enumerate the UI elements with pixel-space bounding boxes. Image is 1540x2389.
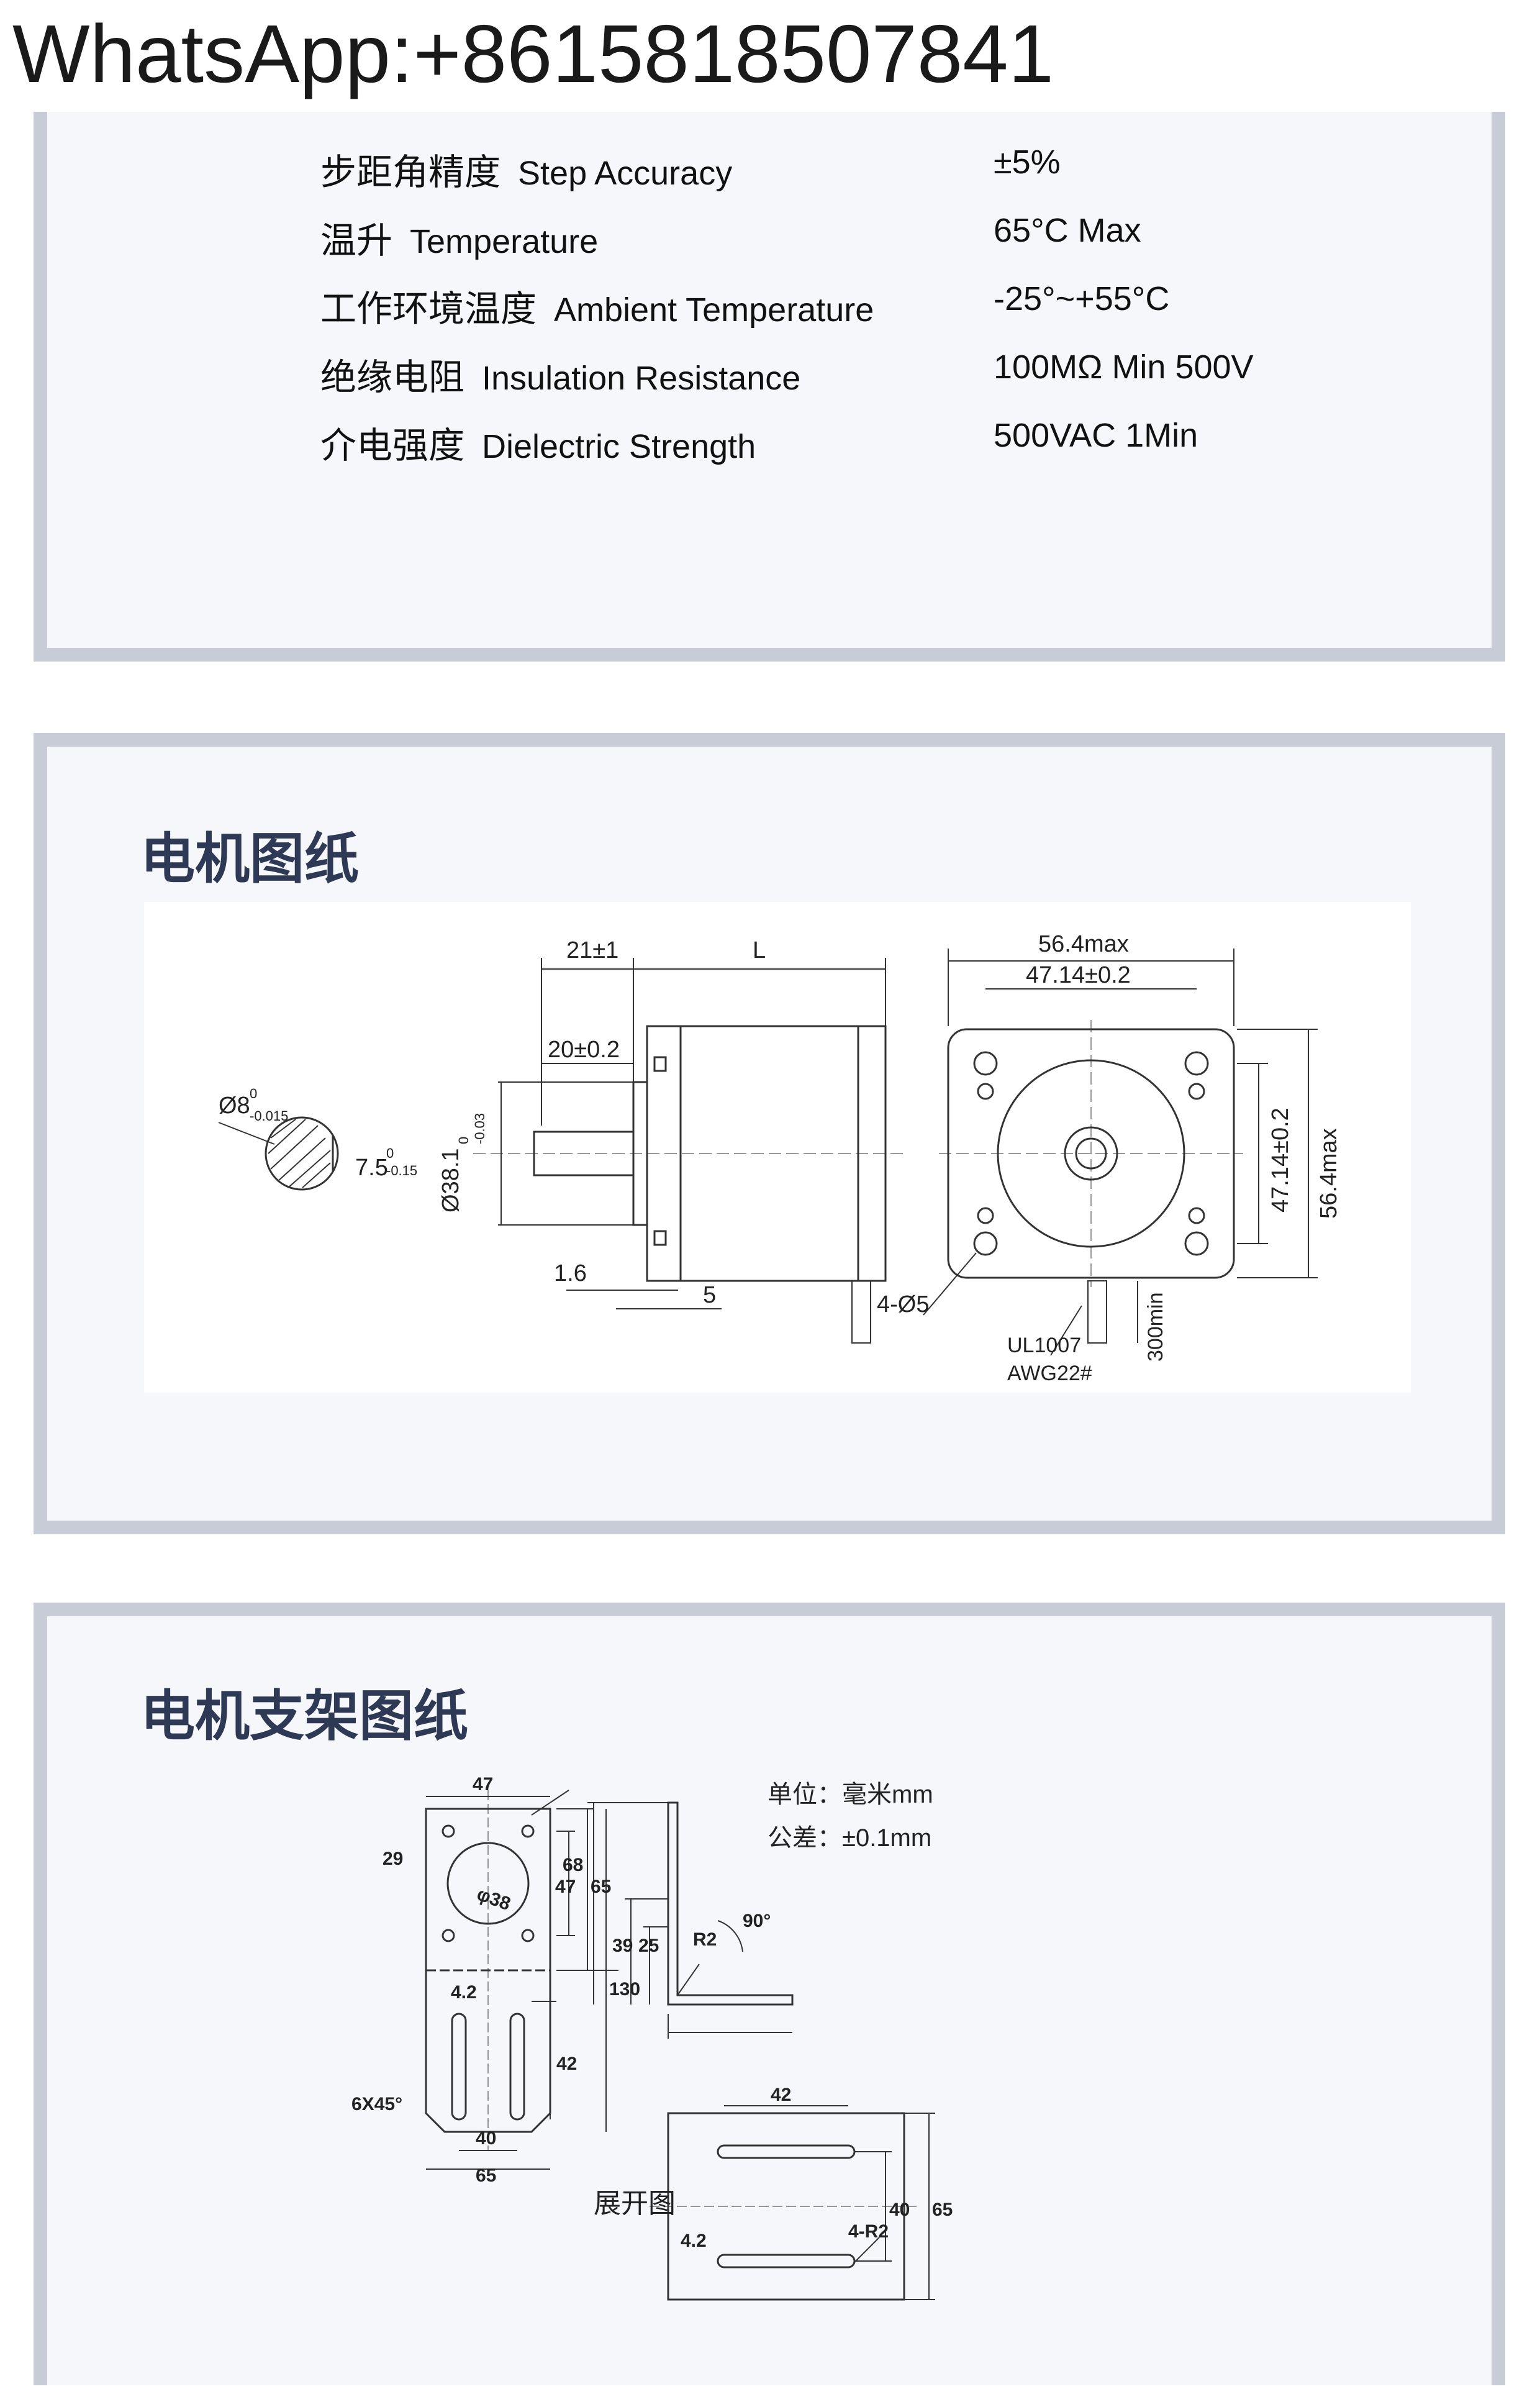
dim-47: 47	[555, 1877, 576, 1897]
height-max-label: 56.4max	[1316, 1128, 1342, 1219]
boss-tol-bottom: -0.03	[472, 1113, 487, 1144]
shaft-dia-label: Ø8	[219, 1093, 250, 1119]
hole-pitch-vertical-label: 47.14±0.2	[1267, 1108, 1293, 1213]
dim-top-width: 47	[473, 1774, 493, 1795]
dim-65: 65	[591, 1877, 611, 1897]
dim-bottom-65: 65	[476, 2165, 496, 2186]
dim-radius: R2	[693, 1929, 717, 1950]
dim-29: 29	[383, 1849, 403, 1869]
tolerance-label: 公差：±0.1mm	[768, 1824, 931, 1852]
wire-type-label: UL1007	[1007, 1334, 1081, 1357]
spec-value: 500VAC 1Min	[994, 417, 1198, 454]
body-length-label: L	[753, 937, 766, 963]
dim-slot-width: 4.2	[451, 1982, 477, 2003]
dim-side-68: 68	[563, 1855, 583, 1875]
spec-name-en: Dielectric Strength	[482, 428, 756, 465]
dim-bv-65: 65	[932, 2200, 953, 2220]
boss-height-label: 1.6	[554, 1260, 587, 1286]
hole-pitch-label: 47.14±0.2	[1026, 962, 1131, 988]
spec-name-cn: 绝缘电阻	[320, 356, 465, 398]
dim-phi38: φ38	[474, 1884, 514, 1915]
motor-drawing-panel: 电机图纸	[34, 733, 1505, 1534]
bracket-unfolded-outline	[425, 1808, 551, 2133]
bracket-drawing-panel: 电机支架图纸	[34, 1603, 1505, 2385]
spec-name-cn: 步距角精度	[320, 151, 501, 193]
bracket-side-view	[667, 1801, 794, 2006]
spec-row: 温升 Temperature 65°C Max	[320, 211, 1438, 262]
bracket-drawing-title: 电机支架图纸	[140, 1684, 469, 1748]
shaft-section-hatch	[268, 1119, 331, 1188]
flange-thickness-label: 5	[703, 1282, 716, 1308]
spec-name-cn: 工作环境温度	[320, 288, 537, 330]
unit-label: 单位：毫米mm	[768, 1781, 933, 1808]
boss-tol-top: 0	[456, 1137, 471, 1144]
unfold-label: 展开图	[594, 2188, 676, 2219]
spec-row: 介电强度 Dielectric Strength 500VAC 1Min	[320, 416, 1438, 466]
dim-bv-42: 42	[771, 2085, 791, 2105]
motor-drawing-title: 电机图纸	[140, 827, 360, 891]
wire-length-label: 300min	[1144, 1292, 1167, 1362]
bracket-drawing-svg: 47 29 φ38 47 65 130 4.2 42 6X45° 40 65 展…	[351, 1774, 953, 2301]
dim-side-39: 39	[612, 1936, 633, 1956]
dim-40: 40	[476, 2128, 496, 2149]
dim-chamfer: 6X45°	[351, 2094, 402, 2114]
bracket-slot-left	[451, 2013, 467, 2121]
dim-42: 42	[556, 2054, 577, 2074]
spec-row: 步距角精度 Step Accuracy ±5%	[320, 143, 1438, 193]
dim-130: 130	[609, 1979, 640, 2000]
spec-name-en: Insulation Resistance	[482, 360, 801, 397]
shaft-dia-tol-bottom: -0.015	[250, 1108, 288, 1124]
dim-bv-slot-width: 4.2	[681, 2231, 707, 2251]
shaft-length-label: 21±1	[566, 937, 618, 963]
spec-value: 100MΩ Min 500V	[994, 348, 1254, 386]
width-max-label: 56.4max	[1038, 931, 1129, 957]
dim-angle: 90°	[743, 1911, 771, 1931]
wire-gauge-label: AWG22#	[1007, 1362, 1092, 1385]
shaft-dia-tol-top: 0	[250, 1086, 257, 1101]
flat-length-label: 20±0.2	[548, 1037, 620, 1063]
boss-dia-label: Ø38.1	[438, 1148, 464, 1213]
spec-name-en: Step Accuracy	[518, 155, 733, 192]
flat-tol-top: 0	[386, 1145, 394, 1161]
flat-tol-bottom: -0.15	[386, 1163, 417, 1178]
spec-value: ±5%	[994, 143, 1061, 181]
flat-label: 7.5	[355, 1155, 388, 1181]
bracket-drawing: 47 29 φ38 47 65 130 4.2 42 6X45° 40 65 展…	[296, 1765, 1302, 2387]
spec-row: 绝缘电阻 Insulation Resistance 100MΩ Min 500V	[320, 348, 1438, 398]
dim-side-25: 25	[638, 1936, 659, 1956]
spec-name-en: Temperature	[410, 223, 599, 260]
dim-bv-40: 40	[889, 2200, 910, 2220]
spec-value: -25°~+55°C	[994, 280, 1170, 317]
spec-name-en: Ambient Temperature	[554, 291, 874, 329]
specs-panel: 步距角精度 Step Accuracy ±5% 温升 Temperature 65°C …	[34, 112, 1505, 662]
spec-name-cn: 介电强度	[320, 424, 465, 466]
spec-row: 工作环境温度 Ambient Temperature -25°~+55°C	[320, 280, 1438, 330]
spec-value: 65°C Max	[994, 212, 1141, 249]
shaft-section-circle	[265, 1116, 339, 1191]
spec-name-cn: 温升	[320, 219, 393, 262]
dim-bv-radius: 4-R2	[848, 2221, 889, 2242]
bracket-slot-right	[509, 2013, 525, 2121]
bracket-motor-hole	[446, 1842, 530, 1925]
motor-drawing: Ø8 0 -0.015 7.5 0 -0.15 Ø38.1 0 -0.03 21…	[144, 902, 1411, 1393]
motor-drawing-svg: Ø8 0 -0.015 7.5 0 -0.15 Ø38.1 0 -0.03 21…	[218, 931, 1342, 1385]
mounting-holes-label: 4-Ø5	[877, 1291, 929, 1317]
whatsapp-banner: WhatsApp:+8615818507841	[12, 8, 1054, 99]
